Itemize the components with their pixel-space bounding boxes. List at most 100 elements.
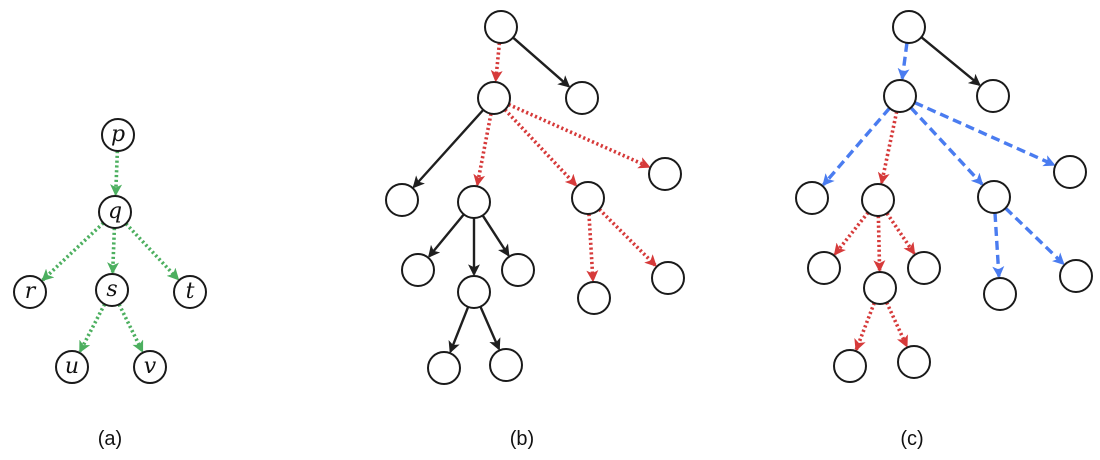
node-b4 xyxy=(457,185,491,219)
edge-s-v xyxy=(117,303,144,353)
edge-p-q xyxy=(110,150,123,197)
panel-b-edges xyxy=(412,36,657,354)
node-circle xyxy=(95,273,129,307)
edge-c1-c5 xyxy=(909,106,984,186)
node-b10 xyxy=(577,281,611,315)
edge-c4-c7 xyxy=(833,211,870,256)
node-t: t xyxy=(173,275,207,309)
edge-c1-c4 xyxy=(877,111,899,185)
panel-b-caption: (b) xyxy=(510,428,534,450)
edge-c5-c10 xyxy=(992,212,1005,279)
node-v: v xyxy=(133,350,167,384)
node-c13 xyxy=(897,345,931,379)
node-circle xyxy=(173,275,207,309)
node-b1 xyxy=(477,81,511,115)
edge-b5-b10 xyxy=(586,213,599,283)
panel-a-edges xyxy=(41,150,180,354)
node-label-s: s xyxy=(106,277,117,302)
node-b0 xyxy=(484,10,518,44)
node-circle xyxy=(457,185,491,219)
node-b6 xyxy=(648,157,682,191)
panel-c: (c) xyxy=(795,10,1093,450)
node-circle xyxy=(98,195,132,229)
node-p: p xyxy=(101,118,135,152)
node-c3 xyxy=(795,181,829,215)
node-circle xyxy=(457,275,491,309)
node-circle xyxy=(907,251,941,285)
edge-b5-b11 xyxy=(598,208,657,267)
node-b5 xyxy=(571,181,605,215)
edge-b1-b3 xyxy=(412,109,485,189)
edge-b8-b12 xyxy=(448,306,470,354)
node-circle xyxy=(401,253,435,287)
panel-a-caption: (a) xyxy=(98,428,122,450)
node-circle xyxy=(489,348,523,382)
node-b11 xyxy=(651,261,685,295)
edge-c0-c2 xyxy=(920,36,981,87)
edge-q-s xyxy=(107,227,120,275)
node-b2 xyxy=(565,81,599,115)
node-circle xyxy=(897,345,931,379)
node-s: s xyxy=(95,273,129,307)
node-circle xyxy=(795,181,829,215)
edge-c1-c3 xyxy=(822,107,891,187)
node-circle xyxy=(577,281,611,315)
node-label-t: t xyxy=(186,279,195,304)
node-label-p: p xyxy=(111,122,125,147)
node-c1 xyxy=(883,79,917,113)
node-circle xyxy=(133,350,167,384)
node-circle xyxy=(1053,155,1087,189)
node-circle xyxy=(385,183,419,217)
node-c0 xyxy=(892,10,926,44)
node-label-q: q xyxy=(108,199,122,224)
edge-c5-c11 xyxy=(1004,206,1065,266)
node-circle xyxy=(883,79,917,113)
node-circle xyxy=(892,10,926,44)
edge-b8-b13 xyxy=(479,306,501,351)
panel-a-nodes: p q r s t u v xyxy=(13,118,207,384)
edge-q-t xyxy=(124,222,180,281)
node-c8 xyxy=(863,271,897,305)
node-c4 xyxy=(861,183,895,217)
node-label-v: v xyxy=(144,354,157,379)
node-c12 xyxy=(833,349,867,383)
node-circle xyxy=(983,277,1017,311)
node-circle xyxy=(501,253,535,287)
node-u: u xyxy=(55,350,89,384)
edge-q-r xyxy=(41,221,105,282)
node-circle xyxy=(833,349,867,383)
edge-b1-b4 xyxy=(473,113,493,187)
node-b9 xyxy=(501,253,535,287)
edge-b1-b6 xyxy=(507,102,651,169)
node-circle xyxy=(427,351,461,385)
edge-c4-c9 xyxy=(885,212,916,255)
node-b3 xyxy=(385,183,419,217)
edge-s-u xyxy=(78,303,107,354)
node-c2 xyxy=(976,79,1010,113)
node-circle xyxy=(976,79,1010,113)
node-c5 xyxy=(977,180,1011,214)
node-circle xyxy=(1059,259,1093,293)
node-circle xyxy=(55,350,89,384)
panel-c-caption: (c) xyxy=(900,428,923,450)
node-c10 xyxy=(983,277,1017,311)
edge-b0-b1 xyxy=(490,42,503,83)
node-c9 xyxy=(907,251,941,285)
node-circle xyxy=(863,271,897,305)
node-label-r: r xyxy=(25,279,37,304)
node-circle xyxy=(571,181,605,215)
node-c11 xyxy=(1059,259,1093,293)
edge-c1-c6 xyxy=(913,100,1056,167)
edge-b0-b2 xyxy=(512,36,571,88)
edge-c0-c1 xyxy=(897,42,910,81)
node-c6 xyxy=(1053,155,1087,189)
node-circle xyxy=(861,183,895,217)
edge-b4-b7 xyxy=(427,213,465,258)
node-c7 xyxy=(807,251,841,285)
panel-c-nodes xyxy=(795,10,1093,383)
node-circle xyxy=(648,157,682,191)
node-circle xyxy=(477,81,511,115)
panel-b: (b) xyxy=(385,10,685,450)
node-circle xyxy=(101,118,135,152)
